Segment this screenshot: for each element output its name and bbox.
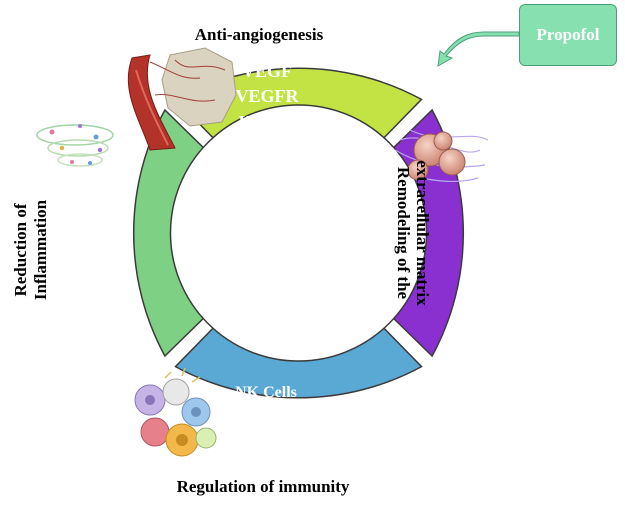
propofol-callout: Propofol [519,4,617,66]
cytokine-swirl-illustration [36,124,114,167]
ecm-title-line2: extracellular matrix [413,160,432,306]
vegf-label: VEGF [242,61,292,81]
immune-cells-illustration [134,367,217,457]
center-circle [169,104,428,362]
ecm-title-line1: Remodeling of the [394,167,413,300]
propofol-label: Propofol [536,25,600,44]
adam8-label: ADAM8 [351,211,371,276]
ecm-cells-illustration [394,129,489,183]
propofol-arrow [437,31,520,67]
inflammation-title-line1: Reduction of [11,203,30,296]
vegfr-label: VEGFR [236,86,300,106]
t-cells-label: T Cells [242,431,290,448]
immunity-title: Regulation of immunity [177,477,350,496]
anti-angiogenesis-title: Anti-angiogenesis [195,25,324,44]
inflammation-title-line2: Inflammation [31,199,50,300]
smad4-label: SMAD4 [238,407,293,424]
hif1a-label: HIF-1α [238,112,295,132]
cytokines-label: Pro-inflammatory cytokines [66,167,86,383]
mmp9-label: MMP-9 [372,213,392,273]
cox2-label: COX-2 [110,248,130,303]
hmgb1-label: HMGB1 [88,242,108,308]
nk-cells-label: NK Cells [235,384,297,401]
macrophage-label: Macrophage [225,455,311,472]
blood-vessel-illustration [127,47,237,151]
